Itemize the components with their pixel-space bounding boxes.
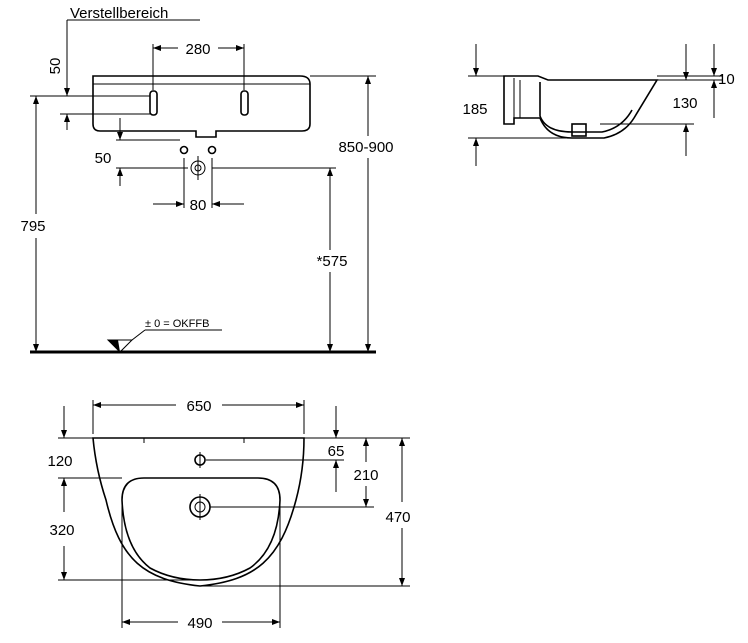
dim-side-bowl: 130 xyxy=(672,95,697,112)
dim-drain-offset: 50 xyxy=(95,150,112,167)
dim-inner-width: 490 xyxy=(187,615,212,632)
drain-hole-right xyxy=(207,145,217,155)
dim-drain-height: *575 xyxy=(317,253,348,270)
dim-total-height: 850-900 xyxy=(338,139,393,156)
dim-side-top: 10 xyxy=(718,71,735,88)
dim-top-margin: 120 xyxy=(47,453,72,470)
front-elevation: Verstellbereich 50 280 50 80 795 xyxy=(20,5,394,354)
basin-side-outline xyxy=(503,75,659,139)
dim-adjust: 50 xyxy=(47,58,64,75)
basin-front-outline xyxy=(92,75,311,138)
rail-left xyxy=(149,90,158,116)
top-view: 650 120 320 490 65 2 xyxy=(47,398,410,632)
dim-side-depth: 185 xyxy=(462,101,487,118)
dim-drain-spacing: 80 xyxy=(190,197,207,214)
dim-width: 650 xyxy=(186,398,211,415)
bowl-outline xyxy=(121,477,281,581)
label-floor-ref: ± 0 = OKFFB xyxy=(145,318,209,330)
dim-bowl-depth: 320 xyxy=(49,522,74,539)
dim-tap-hole: 65 xyxy=(328,443,345,460)
dim-overall-depth: 470 xyxy=(385,509,410,526)
dim-rail-spacing: 280 xyxy=(185,41,210,58)
dim-tap-to-drain: 210 xyxy=(353,467,378,484)
rail-right xyxy=(240,90,249,116)
dim-bracket-height: 795 xyxy=(20,218,45,235)
drain-hole-left xyxy=(179,145,189,155)
label-adjust-range: Verstellbereich xyxy=(70,5,168,22)
side-view: 10 130 185 xyxy=(462,44,735,166)
